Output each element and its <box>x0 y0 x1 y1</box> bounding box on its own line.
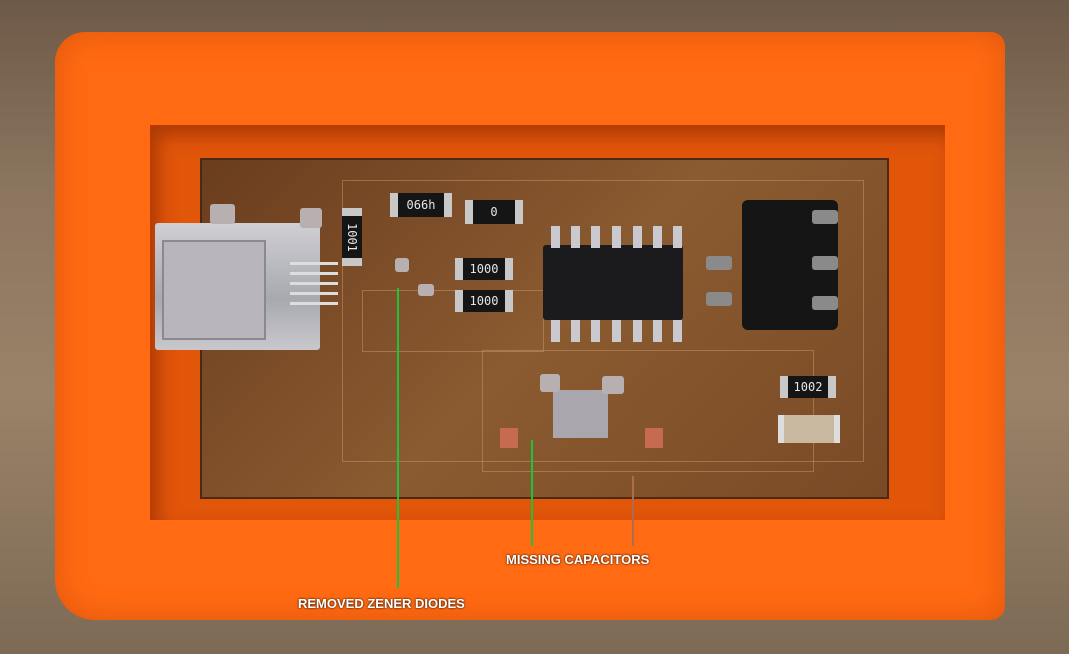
resistor-0: 0 <box>465 200 523 224</box>
zener-annotation-line <box>397 288 399 588</box>
usb-connector-face <box>162 240 266 340</box>
resistor-1002: 1002 <box>780 376 836 398</box>
capacitor-annotation-line-2 <box>632 476 634 546</box>
usb-pin <box>290 282 338 285</box>
resistor-1000-a: 1000 <box>455 258 513 280</box>
capacitor-annotation-line <box>531 440 533 546</box>
voltage-regulator <box>553 390 608 438</box>
resistor-4990: 066h <box>390 193 452 217</box>
empty-capacitor-pad <box>645 428 663 448</box>
zener-annotation-label: REMOVED ZENER DIODES <box>298 596 465 611</box>
usb-pin <box>290 302 338 305</box>
ic-chip <box>543 245 683 320</box>
empty-capacitor-pad <box>500 428 518 448</box>
usb-pin <box>290 262 338 265</box>
resistor-1000-b: 1000 <box>455 290 513 312</box>
usb-pin <box>290 292 338 295</box>
capacitor-annotation-label: MISSING CAPACITORS <box>506 552 650 567</box>
resistor-1001: 1001 <box>342 208 362 266</box>
capacitor <box>778 415 840 443</box>
usb-pin <box>290 272 338 275</box>
